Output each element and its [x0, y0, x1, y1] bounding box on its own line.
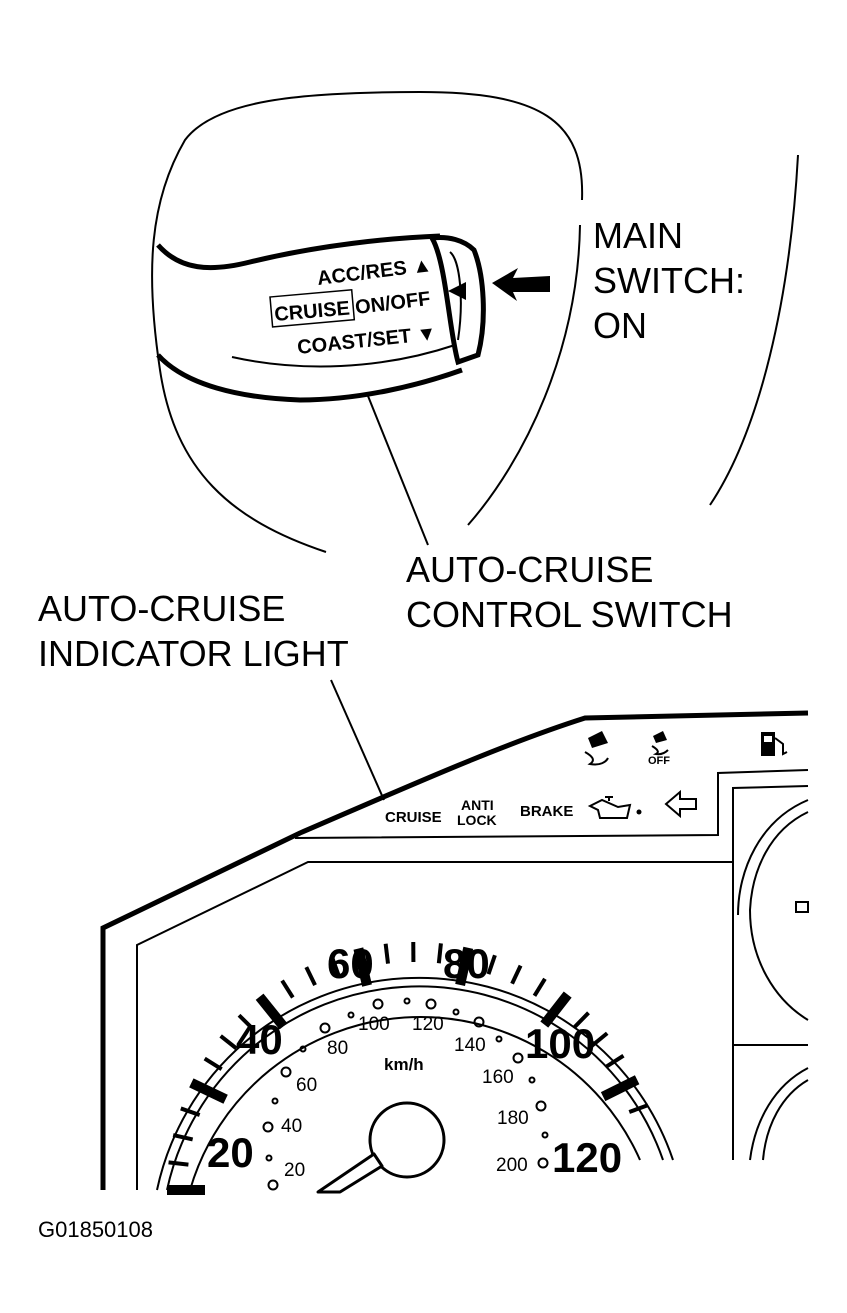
speedometer-needle	[316, 1152, 384, 1194]
mph-label-80: 80	[443, 940, 490, 987]
speedometer-ticks	[167, 941, 649, 1195]
minor-tick	[180, 1106, 201, 1117]
traction-control-off-icon: OFF	[648, 731, 670, 767]
kmh-label-160: 160	[482, 1067, 514, 1088]
figure-id: G01850108	[38, 1217, 153, 1242]
kmh-label-60: 60	[296, 1075, 317, 1096]
callout-control-switch-line-2: CONTROL SWITCH	[406, 594, 733, 635]
minor-tick	[168, 1160, 189, 1167]
oil-pressure-icon	[587, 796, 642, 819]
callout-indicator-light: AUTO-CRUISE INDICATOR LIGHT	[38, 588, 349, 674]
telltale-lock: LOCK	[457, 812, 497, 828]
kmh-label-20: 20	[284, 1160, 305, 1181]
telltale-brake: BRAKE	[520, 803, 573, 820]
callout-main-switch-line-2: SWITCH:	[593, 260, 745, 301]
minor-tick	[219, 1034, 238, 1050]
major-tick	[255, 993, 288, 1030]
minor-tick	[329, 955, 341, 976]
stalk-label-coast-set: COAST/SET ▼	[296, 322, 437, 358]
minor-tick	[532, 977, 547, 997]
leader-line-control-switch	[367, 395, 429, 546]
major-tick	[600, 1075, 640, 1102]
column-cover	[151, 90, 799, 553]
kmh-label-40: 40	[281, 1116, 302, 1137]
mph-label-100: 100	[525, 1020, 595, 1067]
callout-indicator-light-line-1: AUTO-CRUISE	[38, 588, 285, 629]
callout-main-switch-line-1: MAIN	[593, 215, 683, 256]
minor-tick	[628, 1103, 649, 1114]
minor-tick	[436, 943, 443, 964]
minor-tick	[486, 954, 497, 975]
kmh-dots	[262, 997, 549, 1191]
kmh-label-100: 100	[358, 1014, 390, 1035]
callout-indicator-light-line-2: INDICATOR LIGHT	[38, 633, 349, 674]
mph-label-60: 60	[327, 940, 374, 987]
major-tick	[189, 1078, 228, 1104]
turn-signal-left-icon	[664, 789, 697, 819]
telltale-row: OFF CRUISE ANTI LOCK BRAKE	[385, 731, 788, 828]
speedometer-unit: km/h	[384, 1055, 424, 1074]
minor-tick	[172, 1133, 194, 1142]
kmh-label-120: 120	[412, 1014, 444, 1035]
leader-line-indicator-light	[330, 679, 385, 801]
telltale-anti: ANTI	[461, 797, 494, 813]
needle-hub	[368, 1101, 446, 1179]
major-tick	[353, 947, 372, 987]
pointer-arrow-icon	[492, 268, 550, 301]
stalk-label-on-off: ON/OFF	[354, 288, 432, 319]
minor-tick	[237, 1013, 255, 1031]
major-tick	[455, 946, 474, 986]
minor-tick	[280, 979, 295, 999]
kmh-label-200: 200	[496, 1155, 528, 1176]
callout-main-switch: MAIN SWITCH: ON	[593, 215, 745, 346]
instrument-cluster	[100, 710, 809, 1190]
traction-control-icon	[584, 731, 609, 766]
stalk-label-cruise-box	[269, 289, 356, 328]
stalk-label-acc-res: ACC/RES ▲	[316, 254, 433, 290]
fuel-icon	[761, 732, 788, 756]
mph-label-120: 120	[552, 1134, 622, 1181]
kmh-label-180: 180	[497, 1108, 529, 1129]
cruise-control-stalk: ACC/RES ▲ CRUISE ON/OFF COAST/SET ▼	[156, 233, 486, 403]
main-switch-arrow-icon	[448, 282, 466, 300]
callout-control-switch-line-1: AUTO-CRUISE	[406, 549, 653, 590]
minor-tick	[573, 1011, 590, 1029]
minor-tick	[605, 1053, 625, 1069]
telltale-cruise: CRUISE	[385, 809, 442, 826]
mph-label-20: 20	[207, 1129, 254, 1176]
speedometer: 20 40 60 80 100 120 20 40 60 80 100 120 …	[156, 940, 674, 1195]
minor-tick	[304, 966, 317, 986]
minor-tick	[590, 1031, 609, 1048]
minor-tick	[383, 943, 390, 964]
kmh-label-140: 140	[454, 1035, 486, 1056]
major-tick	[540, 991, 572, 1028]
callout-main-switch-line-3: ON	[593, 305, 647, 346]
minor-tick	[203, 1056, 223, 1071]
telltale-off-label: OFF	[648, 755, 670, 767]
minor-tick	[510, 964, 523, 985]
kmh-label-80: 80	[327, 1038, 348, 1059]
mph-label-40: 40	[236, 1016, 283, 1063]
callout-control-switch: AUTO-CRUISE CONTROL SWITCH	[406, 549, 733, 635]
